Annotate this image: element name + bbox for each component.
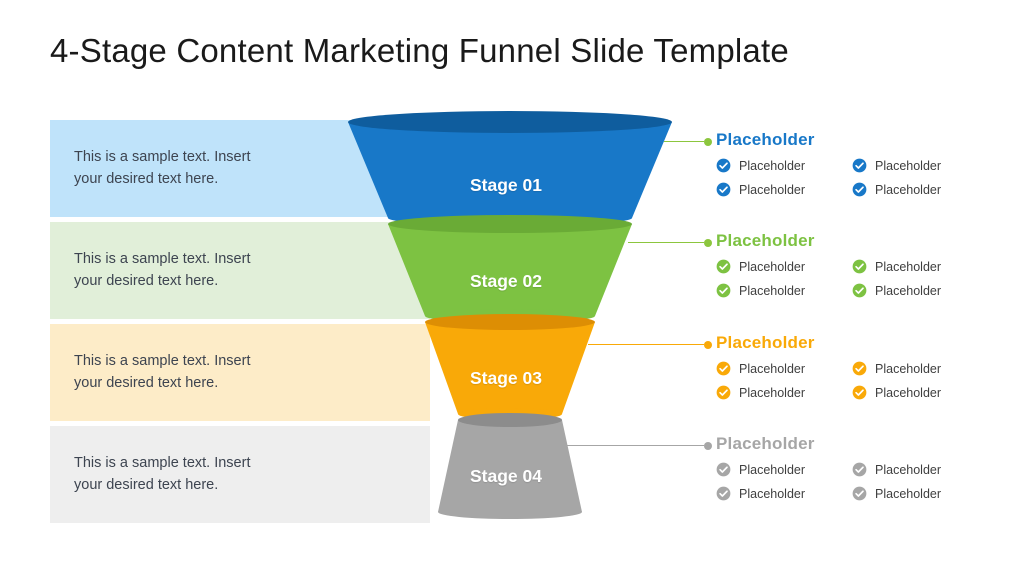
connector-dot <box>704 441 712 450</box>
placeholder-item-label: Placeholder <box>739 486 806 501</box>
check-circle-icon <box>716 283 731 298</box>
placeholder-item-label: Placeholder <box>875 182 942 197</box>
check-circle-icon <box>716 182 731 197</box>
description-panel-stage-4: This is a sample text. Insert your desir… <box>50 426 430 523</box>
connector-dot <box>704 137 712 146</box>
connector-line <box>628 241 704 244</box>
funnel-segment-stage-3 <box>425 314 595 420</box>
placeholder-item-label: Placeholder <box>739 385 806 400</box>
placeholder-item[interactable]: Placeholder <box>852 486 988 501</box>
description-text: This is a sample text. Insert your desir… <box>74 250 251 289</box>
group-title: Placeholder <box>716 333 815 352</box>
description-panel-stage-3: This is a sample text. Insert your desir… <box>50 324 430 421</box>
check-circle-icon <box>716 361 731 376</box>
connector-stage-1 <box>664 137 712 146</box>
placeholder-item[interactable]: Placeholder <box>716 462 852 477</box>
stage-label-2: Stage 02 <box>470 271 542 291</box>
check-circle-icon <box>852 361 867 376</box>
connector-stage-3 <box>588 340 712 349</box>
placeholder-item-label: Placeholder <box>875 158 942 173</box>
connector-line <box>588 343 704 346</box>
connector-dot <box>704 238 712 247</box>
description-text: This is a sample text. Insert your desir… <box>74 352 251 391</box>
placeholder-item-label: Placeholder <box>875 462 942 477</box>
placeholder-item[interactable]: Placeholder <box>716 259 852 274</box>
check-circle-icon <box>716 158 731 173</box>
placeholder-item[interactable]: Placeholder <box>852 361 988 376</box>
placeholder-item[interactable]: Placeholder <box>716 361 852 376</box>
connector-dot <box>704 340 712 349</box>
placeholder-item[interactable]: Placeholder <box>852 182 988 197</box>
placeholder-item[interactable]: Placeholder <box>852 283 988 298</box>
placeholder-item-label: Placeholder <box>875 385 942 400</box>
connector-stage-2 <box>628 238 712 247</box>
funnel-segment-stage-4 <box>438 413 582 519</box>
check-circle-icon <box>852 385 867 400</box>
group-title: Placeholder <box>716 231 815 250</box>
funnel-segment-stage-2 <box>388 215 632 323</box>
check-circle-icon <box>716 259 731 274</box>
stage-label-3: Stage 03 <box>470 368 542 388</box>
placeholder-item[interactable]: Placeholder <box>716 182 852 197</box>
placeholder-item[interactable]: Placeholder <box>716 158 852 173</box>
check-circle-icon <box>852 259 867 274</box>
check-circle-icon <box>852 462 867 477</box>
check-circle-icon <box>852 182 867 197</box>
placeholder-item-label: Placeholder <box>739 158 806 173</box>
placeholder-item-label: Placeholder <box>875 283 942 298</box>
placeholder-item-label: Placeholder <box>875 361 942 376</box>
check-circle-icon <box>716 486 731 501</box>
description-panel-stage-2: This is a sample text. Insert your desir… <box>50 222 430 319</box>
placeholder-item-label: Placeholder <box>875 486 942 501</box>
placeholder-item-label: Placeholder <box>875 259 942 274</box>
placeholder-item[interactable]: Placeholder <box>852 385 988 400</box>
placeholder-item[interactable]: Placeholder <box>852 158 988 173</box>
check-circle-icon <box>716 462 731 477</box>
placeholder-item-label: Placeholder <box>739 259 806 274</box>
description-text: This is a sample text. Insert your desir… <box>74 454 251 493</box>
funnel-graphic: Stage 01 Stage 02 Stage 03 Stage 04 <box>330 108 690 528</box>
check-circle-icon <box>852 158 867 173</box>
group-title: Placeholder <box>716 434 815 453</box>
connector-stage-4 <box>556 441 712 450</box>
stage-label-1: Stage 01 <box>470 175 542 195</box>
description-text: This is a sample text. Insert your desir… <box>74 148 251 187</box>
placeholder-item[interactable]: Placeholder <box>852 462 988 477</box>
placeholder-item[interactable]: Placeholder <box>716 486 852 501</box>
placeholder-item-label: Placeholder <box>739 361 806 376</box>
placeholder-item-label: Placeholder <box>739 182 806 197</box>
placeholder-item[interactable]: Placeholder <box>852 259 988 274</box>
group-title: Placeholder <box>716 130 815 149</box>
placeholder-item[interactable]: Placeholder <box>716 283 852 298</box>
check-circle-icon <box>852 486 867 501</box>
placeholder-item-label: Placeholder <box>739 462 806 477</box>
connector-line <box>664 140 704 143</box>
connector-line <box>556 444 704 447</box>
funnel-segment-stage-1 <box>348 111 672 226</box>
placeholder-item[interactable]: Placeholder <box>716 385 852 400</box>
placeholder-item-label: Placeholder <box>739 283 806 298</box>
check-circle-icon <box>852 283 867 298</box>
stage-label-4: Stage 04 <box>470 466 542 486</box>
page-title: 4-Stage Content Marketing Funnel Slide T… <box>50 32 789 69</box>
check-circle-icon <box>716 385 731 400</box>
